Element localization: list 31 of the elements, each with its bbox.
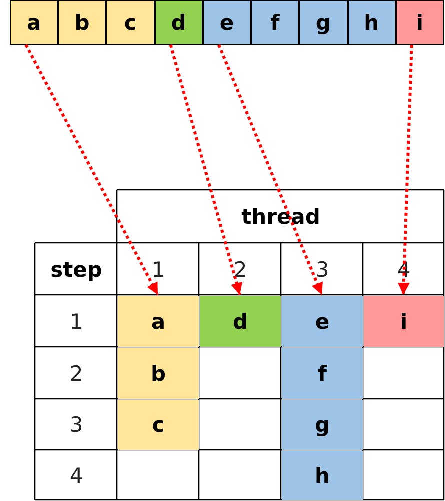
step-number: 1 [70,310,84,334]
array-cell: i [396,0,444,45]
array-cell: f [251,0,300,45]
step-number: 2 [70,362,84,386]
array-cell: h [348,0,396,45]
step-number: 4 [70,464,84,488]
task-cell: d [200,296,281,347]
dotted-arrow [169,44,243,296]
task-cell: a [118,296,199,347]
step-number: 3 [70,413,84,437]
dotted-arrow [24,44,160,296]
task-cell: b [118,348,199,399]
task-cell: h [282,451,363,500]
task-cell: e [282,296,363,347]
dotted-arrow [218,44,324,296]
array-cell: a [10,0,58,45]
array-cell: b [58,0,106,45]
array-cell: e [202,0,252,45]
task-cell: f [282,348,363,399]
task-cell: i [364,296,444,347]
table-heading: thread [242,205,320,229]
array-cell: c [106,0,155,45]
dotted-arrow [398,44,414,296]
array-cell: g [299,0,348,45]
task-cell: g [282,400,363,450]
array-cell: d [154,0,203,45]
task-cell: c [118,400,199,450]
column-number: 1 [152,258,166,282]
row-header: step [50,258,102,282]
column-number: 3 [316,258,330,282]
column-number: 2 [234,258,248,282]
